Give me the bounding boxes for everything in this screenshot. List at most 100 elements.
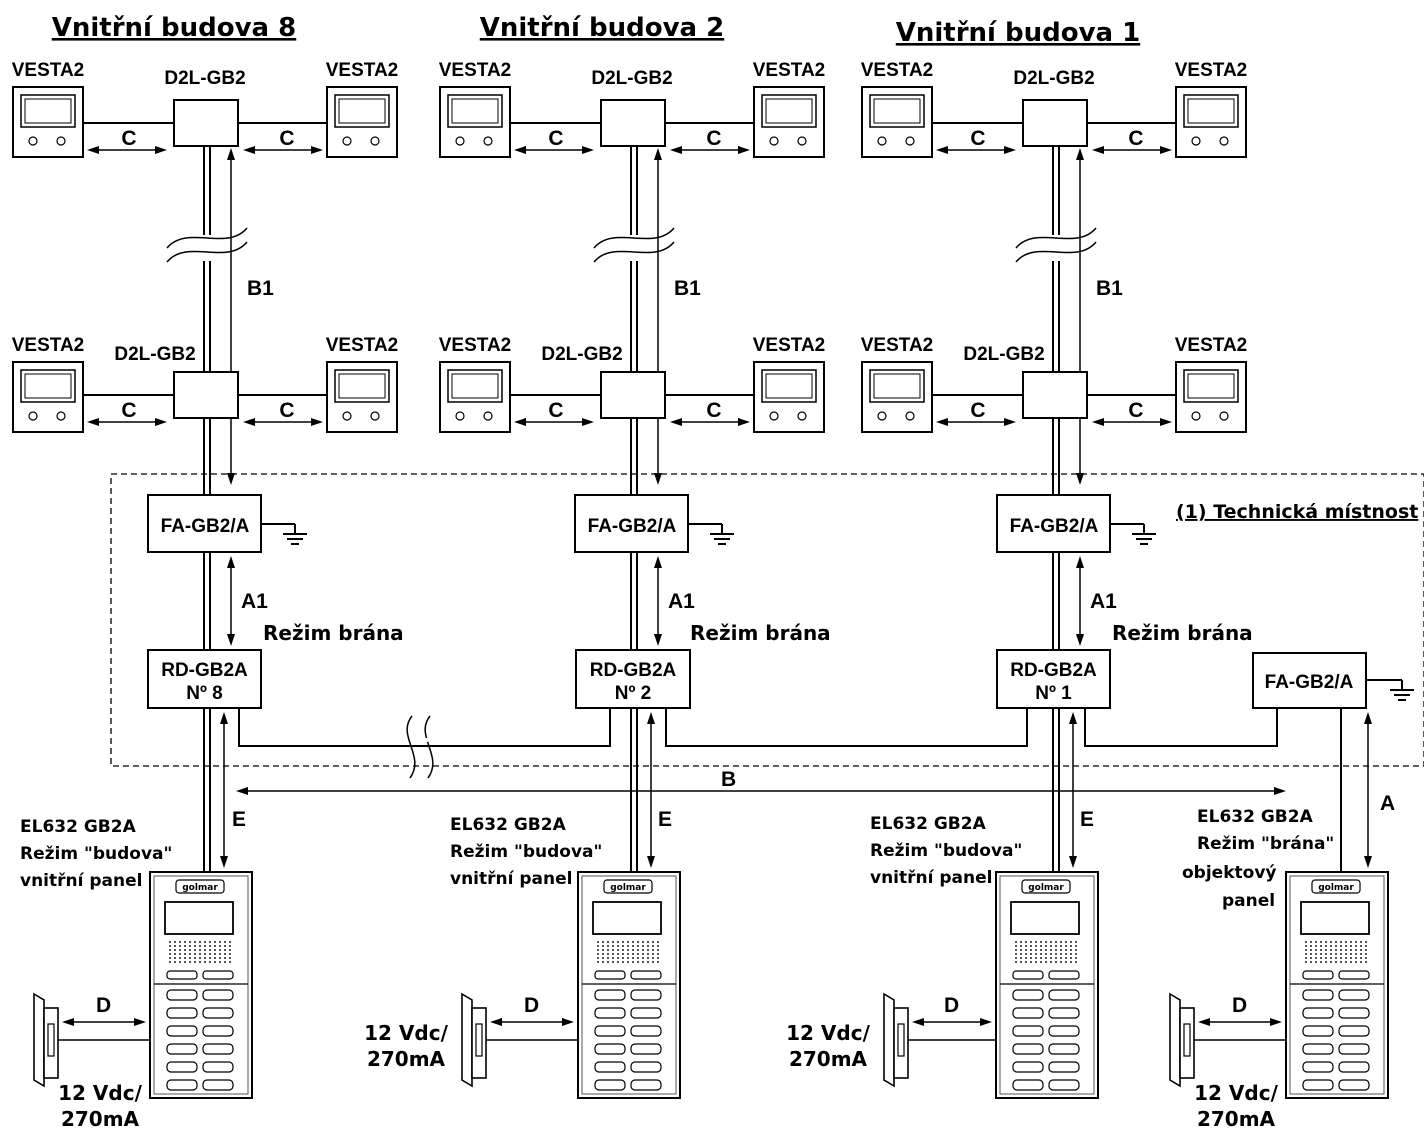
el632-door-panel: golmar [1285,871,1389,1099]
vesta2-label: VESTA2 [1175,60,1248,81]
d2l-gb2-label: D2L-GB2 [591,68,672,89]
vesta2-monitor [439,86,511,158]
lock-power-label: 270mA [367,1047,446,1071]
vesta2-monitor [1175,361,1247,433]
vesta2-label: VESTA2 [753,335,826,356]
call-button [1302,1007,1334,1019]
fa-gb2a-label: FA-GB2/A [161,516,250,537]
rd-gb2a-label: RD-GB2A [161,660,248,681]
lock-power-label: 12 Vdc/ [58,1081,142,1105]
cable-c-label: C [970,127,985,150]
call-button [630,1079,662,1091]
electric-lock [1169,992,1195,1088]
bus-break-mark [406,715,416,779]
d2l-gb2-distributor [600,371,666,419]
rd-gb2a-gateway [147,649,262,709]
cable-break-mark [593,241,675,263]
call-button [202,1007,234,1019]
vesta2-monitor [326,86,398,158]
call-button [166,1007,198,1019]
call-button [1048,1043,1080,1055]
call-button [630,989,662,1001]
call-button [202,1079,234,1091]
cable-e-label: E [658,808,672,831]
vesta2-label: VESTA2 [12,335,85,356]
call-button [202,1043,234,1055]
building-title: Vnitřní budova 1 [896,18,1141,48]
gateway-number: Nº 8 [186,683,223,704]
d2l-gb2-label: D2L-GB2 [164,68,245,89]
d2l-gb2-label: D2L-GB2 [114,344,195,365]
call-button [1048,1007,1080,1019]
fa-gb2a-power-supply [574,494,689,553]
vesta2-monitor [753,361,825,433]
vesta2-label: VESTA2 [439,335,512,356]
vesta2-label: VESTA2 [861,60,934,81]
call-button [1302,1061,1334,1073]
call-button [202,1061,234,1073]
vesta2-label: VESTA2 [439,60,512,81]
rd-gb2a-gateway [575,649,691,709]
gateway-mode-label: Režim brána [263,621,404,645]
speaker-grille [597,941,659,963]
call-button [1012,1079,1044,1091]
speaker-grille [1305,941,1367,963]
call-button [630,1043,662,1055]
cable-a1-label: A1 [668,590,695,613]
call-button [1048,1079,1080,1091]
panel-label-line: vnitřní panel [20,871,142,891]
panel-label-line: vnitřní panel [870,868,992,888]
call-button [630,1025,662,1037]
cable-c-label: C [548,127,563,150]
cable-c-label: C [706,399,721,422]
call-button [594,1061,626,1073]
d2l-gb2-distributor [600,99,666,147]
gateway-number: Nº 2 [615,683,652,704]
fa-gb2a-label: FA-GB2/A [588,516,677,537]
call-button [594,1079,626,1091]
golmar-logo: golmar [1028,883,1064,893]
vesta2-label: VESTA2 [326,60,399,81]
lock-power-label: 12 Vdc/ [364,1021,448,1045]
electric-lock [33,992,59,1088]
call-button [1338,1061,1370,1073]
panel-label-line: Režim "budova" [450,842,602,862]
call-button [630,1061,662,1073]
vesta2-label: VESTA2 [12,60,85,81]
call-button [1338,1007,1370,1019]
main-panel-label-line: Režim "brána" [1197,834,1334,854]
call-button [1012,1007,1044,1019]
vesta2-monitor [861,361,933,433]
panel-label-line: vnitřní panel [450,869,572,889]
call-button [1012,1025,1044,1037]
panel-label-line: EL632 GB2A [450,815,567,835]
fa-gb2a-label: FA-GB2/A [1010,516,1099,537]
panel-label-line: Režim "budova" [20,844,172,864]
cable-c-label: C [121,399,136,422]
vesta2-label: VESTA2 [1175,335,1248,356]
vesta2-monitor [1175,86,1247,158]
call-button [594,989,626,1001]
cable-b1-label: B1 [247,277,274,300]
el632-door-panel: golmar [995,871,1099,1099]
call-button [1302,1079,1334,1091]
panel-label-line: Režim "budova" [870,841,1022,861]
building-title: Vnitřní budova 2 [480,13,725,43]
panel-label-line: EL632 GB2A [870,814,987,834]
svg-text:FA-GB2/A: FA-GB2/A [1265,672,1354,693]
vesta2-label: VESTA2 [861,335,934,356]
call-button [1302,1025,1334,1037]
call-button [594,1007,626,1019]
vesta2-monitor [326,361,398,433]
main-panel-label-line: EL632 GB2A [1197,807,1314,827]
cable-c-label: C [548,399,563,422]
bus-break-mark [424,715,434,779]
golmar-logo: golmar [1318,883,1354,893]
rd-gb2a-gateway [996,649,1111,709]
call-button [166,1061,198,1073]
lock-power-label: 12 Vdc/ [1194,1081,1278,1105]
panel-label-line: EL632 GB2A [20,817,137,837]
call-button [166,989,198,1001]
